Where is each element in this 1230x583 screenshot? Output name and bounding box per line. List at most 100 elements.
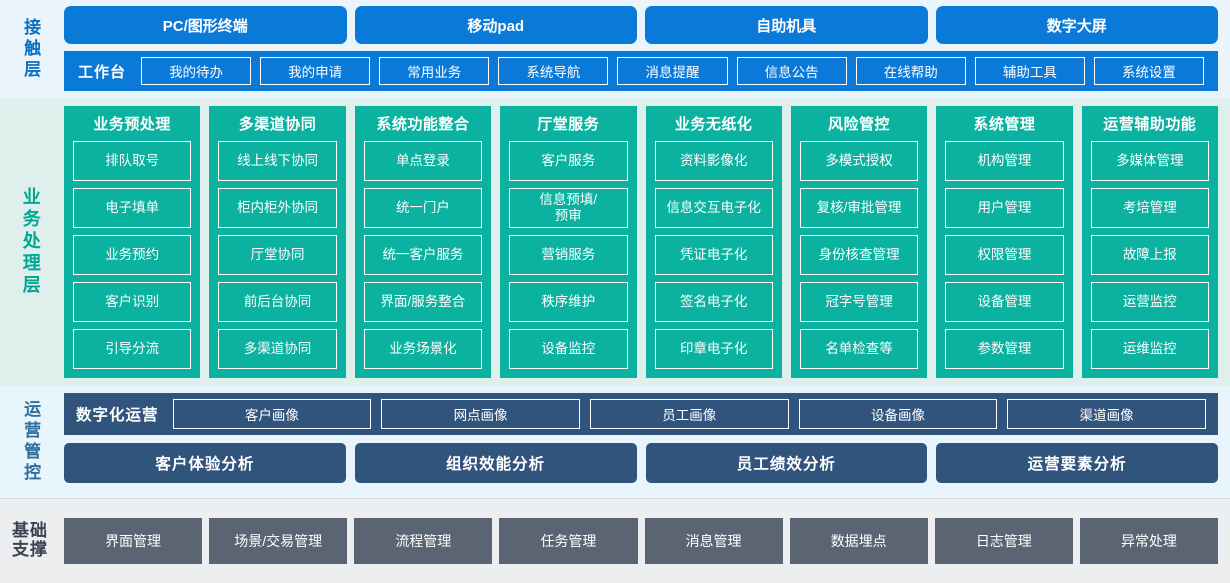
business-item[interactable]: 多渠道协同 <box>218 329 337 369</box>
portrait-chip[interactable]: 设备画像 <box>798 399 998 429</box>
base-label-line1: 基础 <box>12 521 48 541</box>
business-item[interactable]: 客户识别 <box>73 282 192 322</box>
base-item[interactable]: 场景/交易管理 <box>209 518 348 564</box>
business-column-title: 系统管理 <box>973 116 1036 133</box>
business-item[interactable]: 统一客户服务 <box>363 235 483 275</box>
business-item[interactable]: 运营监控 <box>1090 282 1209 322</box>
business-item[interactable]: 用户管理 <box>945 188 1064 228</box>
portrait-chip[interactable]: 渠道画像 <box>1007 399 1207 429</box>
channel-item[interactable]: PC/图形终端 <box>64 6 347 44</box>
portrait-chip[interactable]: 客户画像 <box>172 399 372 429</box>
business-item[interactable]: 统一门户 <box>363 188 483 228</box>
layer-touch: 接触层 PC/图形终端 移动pad 自助机具 数字大屏 工作台 我的待办 我的申… <box>0 0 1230 98</box>
base-item[interactable]: 数据埋点 <box>789 518 928 564</box>
business-item[interactable]: 厅堂协同 <box>218 235 337 275</box>
workbench-menu-item[interactable]: 信息公告 <box>736 57 847 85</box>
business-item[interactable]: 运维监控 <box>1090 329 1209 369</box>
business-item[interactable]: 权限管理 <box>945 235 1064 275</box>
business-column-title: 运营辅助功能 <box>1103 116 1197 133</box>
layer-operations: 运营管控 数字化运营 客户画像 网点画像 员工画像 设备画像 渠道画像 客户体验… <box>0 386 1230 498</box>
business-item[interactable]: 凭证电子化 <box>654 235 773 275</box>
workbench-menu-item[interactable]: 辅助工具 <box>974 57 1085 85</box>
business-item[interactable]: 引导分流 <box>73 329 192 369</box>
analysis-item[interactable]: 组织效能分析 <box>354 443 637 483</box>
base-item[interactable]: 消息管理 <box>644 518 783 564</box>
base-item[interactable]: 任务管理 <box>499 518 638 564</box>
business-item[interactable]: 参数管理 <box>945 329 1064 369</box>
business-column: 多渠道协同 线上线下协同 柜内柜外协同 厅堂协同 前后台协同 多渠道协同 <box>209 106 346 378</box>
business-item[interactable]: 单点登录 <box>363 141 483 181</box>
business-item[interactable]: 业务场景化 <box>363 329 483 369</box>
workbench-menu-item[interactable]: 我的待办 <box>141 57 252 85</box>
business-item[interactable]: 设备管理 <box>945 282 1064 322</box>
channel-row: PC/图形终端 移动pad 自助机具 数字大屏 <box>60 0 1230 44</box>
base-item[interactable]: 异常处理 <box>1079 518 1218 564</box>
digital-operations-title: 数字化运营 <box>76 407 159 424</box>
portrait-chip[interactable]: 员工画像 <box>589 399 789 429</box>
workbench-menu-item[interactable]: 系统导航 <box>498 57 609 85</box>
business-item-list: 机构管理 用户管理 权限管理 设备管理 参数管理 <box>945 141 1064 369</box>
channel-item[interactable]: 自助机具 <box>645 6 928 44</box>
business-item[interactable]: 冠字号管理 <box>799 282 919 322</box>
business-item[interactable]: 排队取号 <box>73 141 192 181</box>
business-item[interactable]: 秩序维护 <box>509 282 628 322</box>
business-item[interactable]: 签名电子化 <box>654 282 773 322</box>
base-item[interactable]: 日志管理 <box>934 518 1073 564</box>
business-column-title: 厅堂服务 <box>537 116 600 133</box>
business-item[interactable]: 故障上报 <box>1090 235 1209 275</box>
business-item-list: 客户服务 信息预填/ 预审 营销服务 秩序维护 设备监控 <box>509 141 628 369</box>
workbench-menu-item[interactable]: 在线帮助 <box>855 57 966 85</box>
workbench-menu-item[interactable]: 常用业务 <box>379 57 490 85</box>
business-item[interactable]: 电子填单 <box>73 188 192 228</box>
business-item[interactable]: 前后台协同 <box>218 282 337 322</box>
business-column-row: 业务预处理 排队取号 电子填单 业务预约 客户识别 引导分流 多渠道协同 线上线… <box>60 98 1230 386</box>
business-item[interactable]: 界面/服务整合 <box>363 282 483 322</box>
business-column: 系统管理 机构管理 用户管理 权限管理 设备管理 参数管理 <box>936 106 1073 378</box>
business-column-title: 多渠道协同 <box>238 116 317 133</box>
business-column: 业务无纸化 资料影像化 信息交互电子化 凭证电子化 签名电子化 印章电子化 <box>645 106 782 378</box>
base-item[interactable]: 流程管理 <box>354 518 493 564</box>
business-item-list: 多媒体管理 考培管理 故障上报 运营监控 运维监控 <box>1090 141 1209 369</box>
business-column: 风险管控 多模式授权 复核/审批管理 身份核查管理 冠字号管理 名单检查等 <box>790 106 928 378</box>
workbench-menu-item[interactable]: 我的申请 <box>260 57 371 85</box>
workbench-menu-item[interactable]: 系统设置 <box>1093 57 1204 85</box>
workbench-label: 工作台 <box>78 63 127 81</box>
business-item[interactable]: 业务预约 <box>73 235 192 275</box>
business-item[interactable]: 机构管理 <box>945 141 1064 181</box>
portrait-chip[interactable]: 网点画像 <box>381 399 580 429</box>
business-item-list: 多模式授权 复核/审批管理 身份核查管理 冠字号管理 名单检查等 <box>799 141 919 369</box>
business-item[interactable]: 多模式授权 <box>799 141 919 181</box>
business-item[interactable]: 线上线下协同 <box>218 141 337 181</box>
business-item[interactable]: 信息交互电子化 <box>654 188 773 228</box>
business-item[interactable]: 营销服务 <box>509 235 628 275</box>
business-item[interactable]: 多媒体管理 <box>1090 141 1209 181</box>
layer-operations-body: 数字化运营 客户画像 网点画像 员工画像 设备画像 渠道画像 客户体验分析 组织… <box>60 386 1230 498</box>
channel-item[interactable]: 移动pad <box>354 6 637 44</box>
business-column-title: 业务预处理 <box>93 116 171 133</box>
channel-item[interactable]: 数字大屏 <box>935 6 1218 44</box>
business-item[interactable]: 设备监控 <box>509 329 628 369</box>
base-item-row: 界面管理 场景/交易管理 流程管理 任务管理 消息管理 数据埋点 日志管理 异常… <box>64 499 1218 583</box>
layer-base-support: 基础 支撑 界面管理 场景/交易管理 流程管理 任务管理 消息管理 数据埋点 日… <box>0 498 1230 583</box>
business-item[interactable]: 印章电子化 <box>654 329 773 369</box>
business-item[interactable]: 资料影像化 <box>654 141 773 181</box>
business-item[interactable]: 信息预填/ 预审 <box>509 188 628 228</box>
business-column-title: 系统功能整合 <box>376 116 470 133</box>
analysis-item[interactable]: 运营要素分析 <box>936 443 1218 483</box>
business-item[interactable]: 考培管理 <box>1090 188 1209 228</box>
business-item[interactable]: 身份核查管理 <box>799 235 919 275</box>
analysis-item[interactable]: 客户体验分析 <box>64 443 346 483</box>
business-item[interactable]: 柜内柜外协同 <box>218 188 337 228</box>
business-item[interactable]: 名单检查等 <box>799 329 919 369</box>
analysis-item[interactable]: 员工绩效分析 <box>645 443 928 483</box>
business-item[interactable]: 复核/审批管理 <box>799 188 919 228</box>
business-item-list: 线上线下协同 柜内柜外协同 厅堂协同 前后台协同 多渠道协同 <box>218 141 337 369</box>
business-column-title: 业务无纸化 <box>674 116 753 133</box>
digital-operations-bar: 数字化运营 客户画像 网点画像 员工画像 设备画像 渠道画像 <box>64 393 1218 435</box>
analysis-row: 客户体验分析 组织效能分析 员工绩效分析 运营要素分析 <box>64 443 1218 483</box>
business-column: 业务预处理 排队取号 电子填单 业务预约 客户识别 引导分流 <box>64 106 201 378</box>
business-item[interactable]: 客户服务 <box>509 141 628 181</box>
workbench-menu-item[interactable]: 消息提醒 <box>617 57 728 85</box>
base-item[interactable]: 界面管理 <box>64 518 203 564</box>
